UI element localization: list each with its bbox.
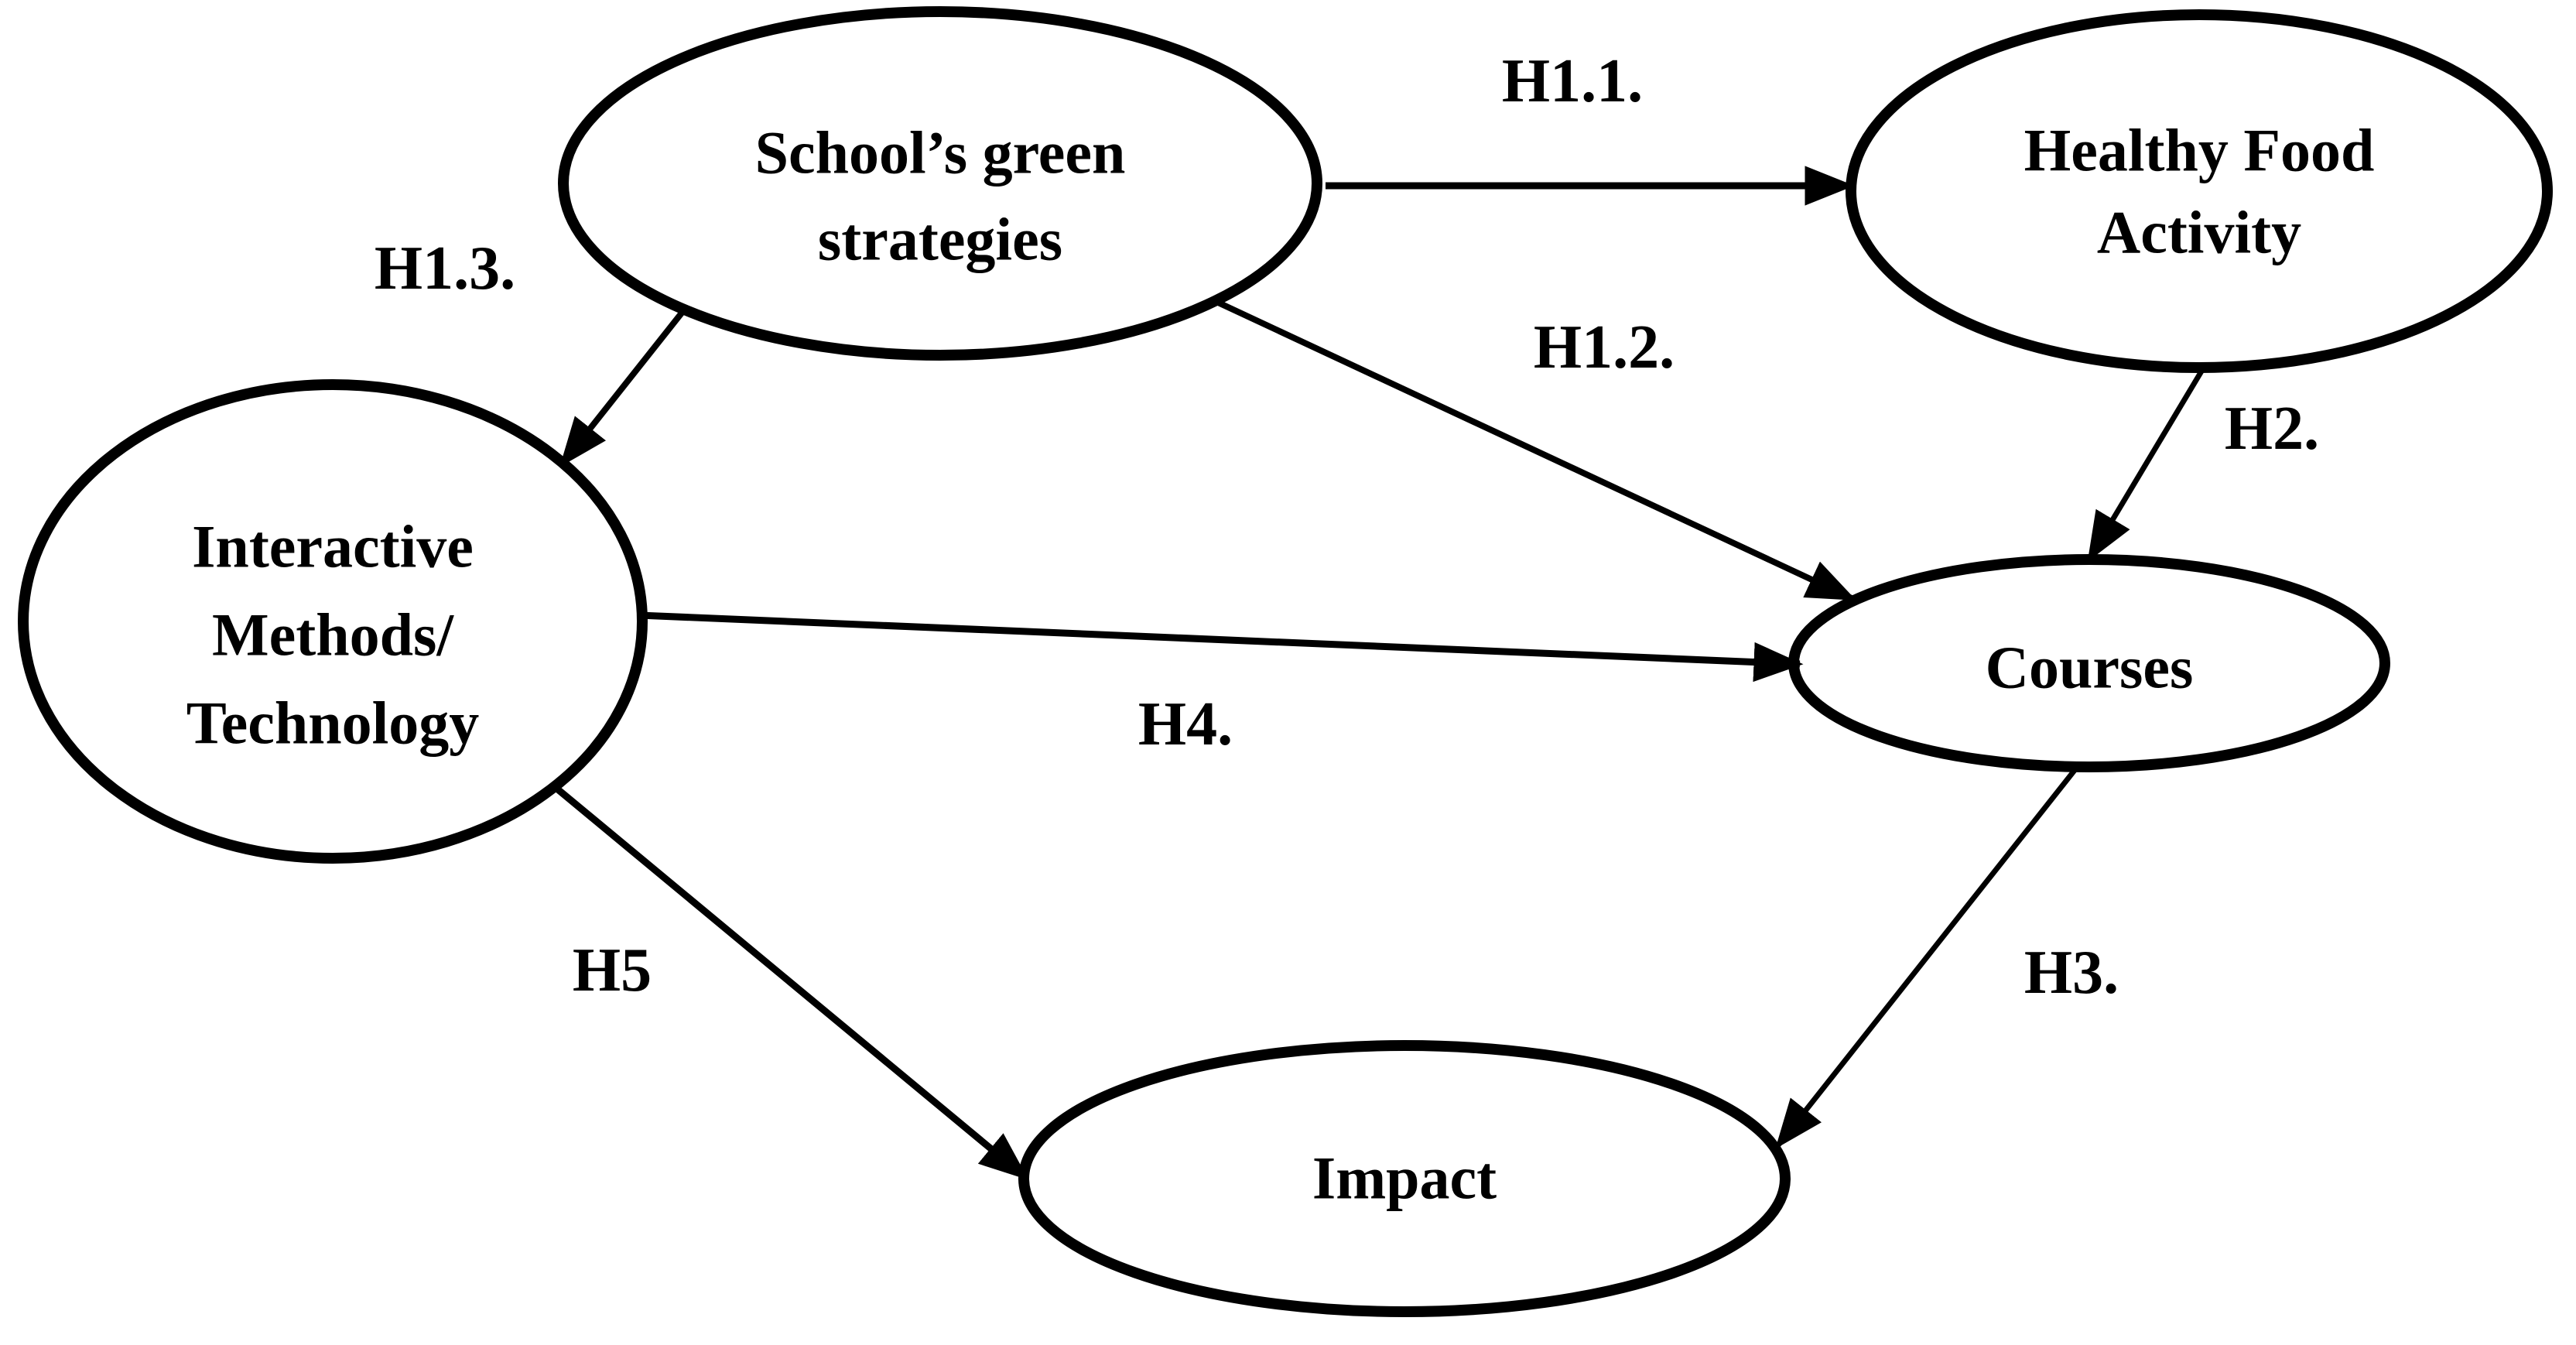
node-impact-label: Impact	[1312, 1145, 1497, 1212]
node-interactive-methods-technology-ellipse	[18, 379, 648, 864]
node-school-green-strategies-label-line1: School’s green	[755, 119, 1126, 187]
edge-h1-1-label: H1.1.	[1502, 47, 1643, 115]
node-healthy-food-activity-label-line2: Activity	[2097, 199, 2301, 266]
node-school-green-strategies-label-line2: strategies	[818, 206, 1062, 273]
node-interactive-methods-technology-label-line2: Methods/	[212, 601, 454, 669]
edge-h3-arrow	[1775, 763, 2081, 1149]
edge-h2-label: H2.	[2225, 395, 2319, 463]
edge-h1-3-arrow	[559, 306, 689, 467]
edge-h4-label: H4.	[1138, 690, 1233, 758]
edge-h1-3-label: H1.3.	[375, 234, 515, 303]
edge-h1-2-label: H1.2.	[1534, 313, 1675, 382]
edge-h3-label: H3.	[2024, 939, 2119, 1007]
node-healthy-food-activity-ellipse	[1846, 9, 2553, 373]
edge-h2-arrow	[2086, 364, 2208, 562]
node-interactive-methods-technology-label-line1: Interactive	[192, 513, 474, 580]
node-courses-label: Courses	[1986, 634, 2194, 701]
node-interactive-methods-technology-label-line3: Technology	[186, 690, 480, 757]
edge-h1-2-arrow	[1213, 298, 1857, 602]
edge-h5-label: H5	[573, 936, 652, 1004]
edge-h4-arrow	[638, 611, 1804, 683]
node-school-green-strategies-ellipse	[558, 6, 1322, 361]
edge-h5-arrow	[552, 783, 1029, 1181]
node-healthy-food-activity-label-line1: Healthy Food	[2024, 117, 2375, 184]
